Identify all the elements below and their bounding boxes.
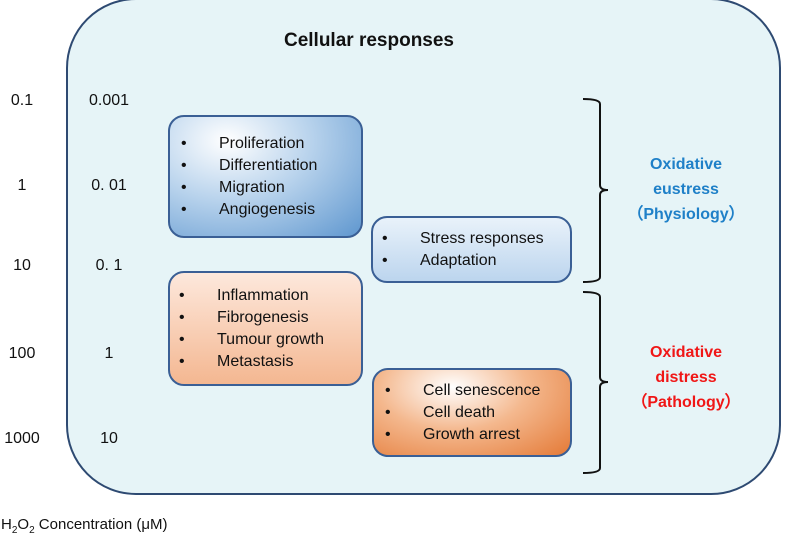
footer-text: Concentration (μM) bbox=[34, 516, 168, 533]
item-text: Adaptation bbox=[420, 252, 497, 269]
bullet-icon: • bbox=[382, 252, 388, 269]
item-text: Growth arrest bbox=[423, 426, 520, 443]
item-text: Cell senescence bbox=[423, 382, 541, 399]
item-text: Differentiation bbox=[219, 157, 318, 174]
list-item: • Angiogenesis bbox=[172, 199, 361, 221]
list-item: • Metastasis bbox=[170, 351, 361, 373]
bullet-icon: • bbox=[181, 201, 187, 218]
distress-brace-icon bbox=[582, 291, 609, 474]
bullet-icon: • bbox=[179, 309, 185, 326]
scale-value: 100 bbox=[8, 345, 36, 362]
title-text: Cellular responses bbox=[283, 30, 455, 51]
footer-text: O bbox=[17, 516, 30, 533]
bullet-icon: • bbox=[181, 157, 187, 174]
item-text: Tumour growth bbox=[217, 331, 324, 348]
scale-value: 0.001 bbox=[88, 92, 130, 109]
label-line: （Pathology） bbox=[631, 394, 741, 411]
list-item: • Migration bbox=[172, 177, 361, 199]
subscript: 2 bbox=[11, 525, 18, 536]
scale-value: 0. 01 bbox=[91, 177, 127, 194]
bullet-icon: • bbox=[179, 353, 185, 370]
list-item: • Stress responses bbox=[373, 228, 570, 250]
concentration-axis-label: H2O2 Concentration (μM) bbox=[1, 516, 168, 536]
bullet-icon: • bbox=[179, 287, 185, 304]
list-item: • Inflammation bbox=[170, 285, 361, 307]
label-line: （Physiology） bbox=[627, 206, 745, 223]
label-line: Oxidative bbox=[649, 344, 723, 361]
item-text: Proliferation bbox=[219, 135, 305, 152]
list-item: • Cell death bbox=[376, 402, 570, 424]
label-line: Oxidative bbox=[649, 156, 723, 173]
list-item: • Proliferation bbox=[172, 133, 361, 155]
item-text: Fibrogenesis bbox=[217, 309, 309, 326]
bullet-icon: • bbox=[181, 179, 187, 196]
scale-value: 1000 bbox=[4, 430, 40, 447]
bullet-icon: • bbox=[382, 230, 388, 247]
distress-responses-box: • Inflammation • Fibrogenesis • Tumour grow… bbox=[168, 271, 363, 386]
scale-value: 0.1 bbox=[10, 92, 34, 109]
label-line: eustress bbox=[653, 181, 719, 198]
bullet-icon: • bbox=[385, 426, 391, 443]
list-item: • Growth arrest bbox=[376, 424, 570, 446]
diagram-title: Cellular responses bbox=[0, 30, 786, 52]
item-text: Stress responses bbox=[420, 230, 544, 247]
bullet-icon: • bbox=[179, 331, 185, 348]
distress-label: Oxidative distress （Pathology） bbox=[611, 340, 761, 415]
footer-text: H bbox=[1, 516, 12, 533]
cell-fate-box: • Cell senescence • Cell death • Growth arr… bbox=[372, 368, 572, 457]
item-text: Migration bbox=[219, 179, 285, 196]
list-item: • Adaptation bbox=[373, 250, 570, 272]
list-item: • Fibrogenesis bbox=[170, 307, 361, 329]
eustress-responses-box: • Proliferation • Differentiation • Migrati… bbox=[168, 115, 363, 238]
item-text: Cell death bbox=[423, 404, 496, 421]
eustress-label: Oxidative eustress （Physiology） bbox=[611, 152, 761, 227]
eustress-brace-icon bbox=[582, 98, 609, 283]
scale-value: 0. 1 bbox=[95, 257, 123, 274]
subscript: 2 bbox=[29, 525, 35, 536]
list-item: • Differentiation bbox=[172, 155, 361, 177]
item-text: Angiogenesis bbox=[219, 201, 316, 218]
list-item: • Cell senescence bbox=[376, 380, 570, 402]
bullet-icon: • bbox=[385, 404, 391, 421]
list-item: • Tumour growth bbox=[170, 329, 361, 351]
scale-value: 10 bbox=[13, 257, 31, 274]
bullet-icon: • bbox=[385, 382, 391, 399]
stress-adaptation-box: • Stress responses • Adaptation bbox=[371, 216, 572, 283]
scale-value: 1 bbox=[17, 177, 27, 194]
label-line: distress bbox=[655, 369, 717, 386]
bullet-icon: • bbox=[181, 135, 187, 152]
scale-value: 1 bbox=[104, 345, 114, 362]
item-text: Inflammation bbox=[217, 287, 309, 304]
item-text: Metastasis bbox=[217, 353, 294, 370]
scale-value: 10 bbox=[100, 430, 118, 447]
